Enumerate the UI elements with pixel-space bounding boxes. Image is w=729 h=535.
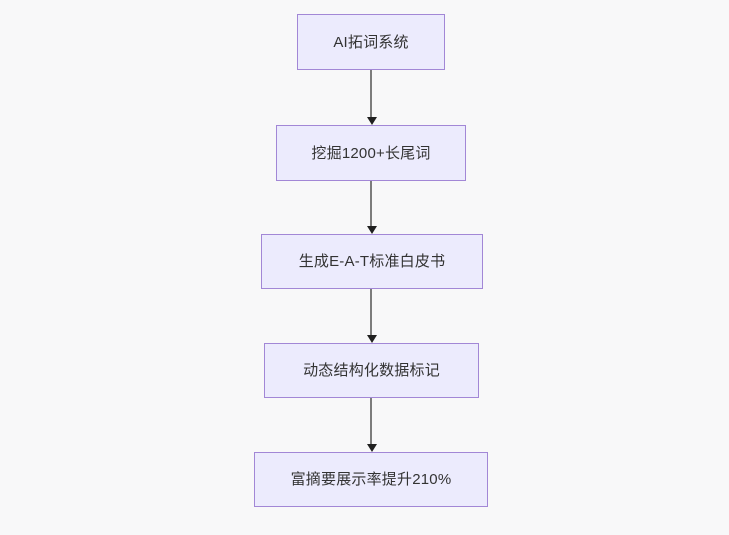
arrowhead-down-icon (367, 226, 377, 234)
flow-node-eat-whitepaper[interactable]: 生成E-A-T标准白皮书 (261, 234, 483, 289)
flow-node-label: AI拓词系统 (333, 33, 409, 51)
edge-line (370, 289, 372, 336)
flow-node-long-tail-keywords[interactable]: 挖掘1200+长尾词 (276, 125, 466, 181)
flow-node-label: 富摘要展示率提升210% (290, 471, 452, 488)
flow-node-label: 动态结构化数据标记 (303, 362, 440, 379)
flow-node-ai-keyword-system[interactable]: AI拓词系统 (297, 14, 445, 70)
edge-line (370, 181, 372, 227)
flow-node-label: 生成E-A-T标准白皮书 (298, 253, 446, 270)
flow-node-rich-snippet-uplift[interactable]: 富摘要展示率提升210% (254, 452, 488, 507)
arrowhead-down-icon (367, 335, 377, 343)
edge-line (370, 398, 372, 445)
arrowhead-down-icon (367, 444, 377, 452)
arrowhead-down-icon (367, 117, 377, 125)
flow-node-structured-data-markup[interactable]: 动态结构化数据标记 (264, 343, 479, 398)
edge-line (370, 70, 372, 118)
flow-node-label: 挖掘1200+长尾词 (311, 144, 431, 162)
